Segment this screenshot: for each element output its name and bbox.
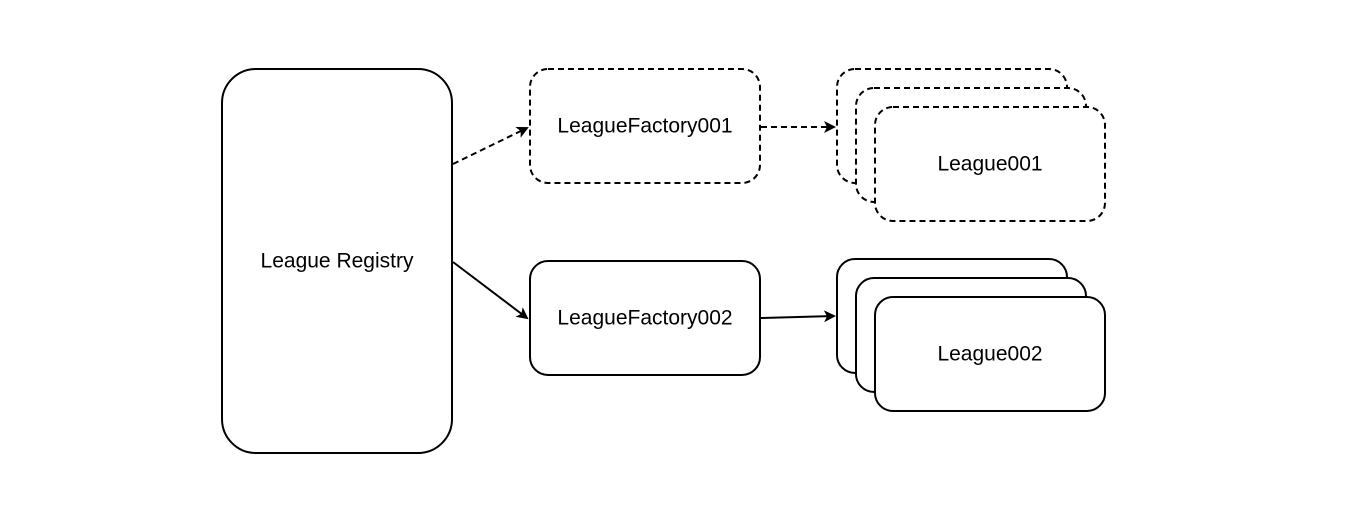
edge-registry-to-factory-001-arrow <box>452 126 529 165</box>
league-factory-001-box <box>529 68 761 184</box>
league-001-stack-front <box>874 106 1106 222</box>
league-registry-label: League Registry <box>261 250 414 273</box>
league-factory-002-node: LeagueFactory002 <box>529 260 761 376</box>
league-002-stack: League002 <box>836 258 1106 412</box>
league-factory-002-label: LeagueFactory002 <box>557 307 732 330</box>
edge-registry-to-factory-002-arrow <box>452 261 529 320</box>
league-registry-box <box>221 68 453 454</box>
league-factory-001-node: LeagueFactory001 <box>529 68 761 184</box>
league-002-stack-front <box>874 296 1106 412</box>
league-registry-node: League Registry <box>221 68 453 454</box>
league-factory-001-label: LeagueFactory001 <box>557 115 732 138</box>
league-factory-002-box <box>529 260 761 376</box>
league-001-label: League001 <box>937 153 1042 176</box>
league-002-label: League002 <box>937 343 1042 366</box>
edge-factory-002-to-league-002-arrow <box>760 310 836 323</box>
league-001-stack: League001 <box>836 68 1106 222</box>
